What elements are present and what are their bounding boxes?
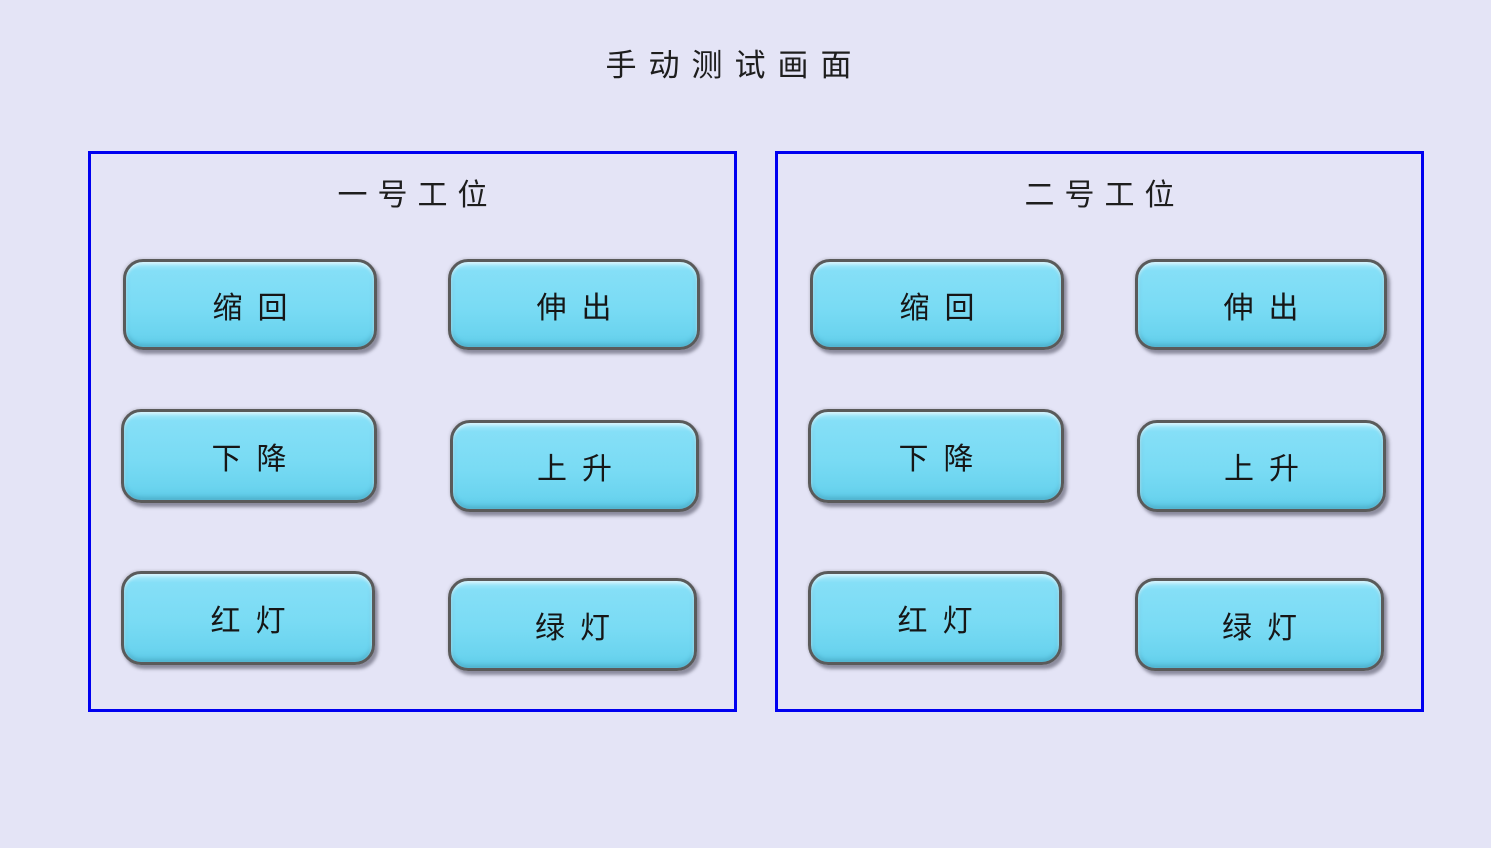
station-2-lower-button[interactable]: 下降 [808,409,1064,503]
station-2-raise-button[interactable]: 上升 [1137,420,1386,512]
station-2-green-light-button[interactable]: 绿灯 [1135,578,1384,671]
station-2-title: 二号工位 [1024,179,1185,212]
station-2-red-light-button[interactable]: 红灯 [808,571,1062,665]
station-2-extend-button[interactable]: 伸出 [1135,259,1387,350]
station-1-green-light-button[interactable]: 绿灯 [448,578,697,671]
station-1-panel: 一号工位 缩回 伸出 下降 上升 红灯 绿灯 [88,151,737,712]
station-1-title: 一号工位 [337,179,498,212]
station-1-raise-button[interactable]: 上升 [450,420,699,512]
station-1-red-light-button[interactable]: 红灯 [121,571,375,665]
station-2-panel: 二号工位 缩回 伸出 下降 上升 红灯 绿灯 [775,151,1424,712]
station-1-extend-button[interactable]: 伸出 [448,259,700,350]
page-title: 手动测试画面 [605,48,864,83]
station-2-retract-button[interactable]: 缩回 [810,259,1064,350]
station-1-lower-button[interactable]: 下降 [121,409,377,503]
station-1-retract-button[interactable]: 缩回 [123,259,377,350]
